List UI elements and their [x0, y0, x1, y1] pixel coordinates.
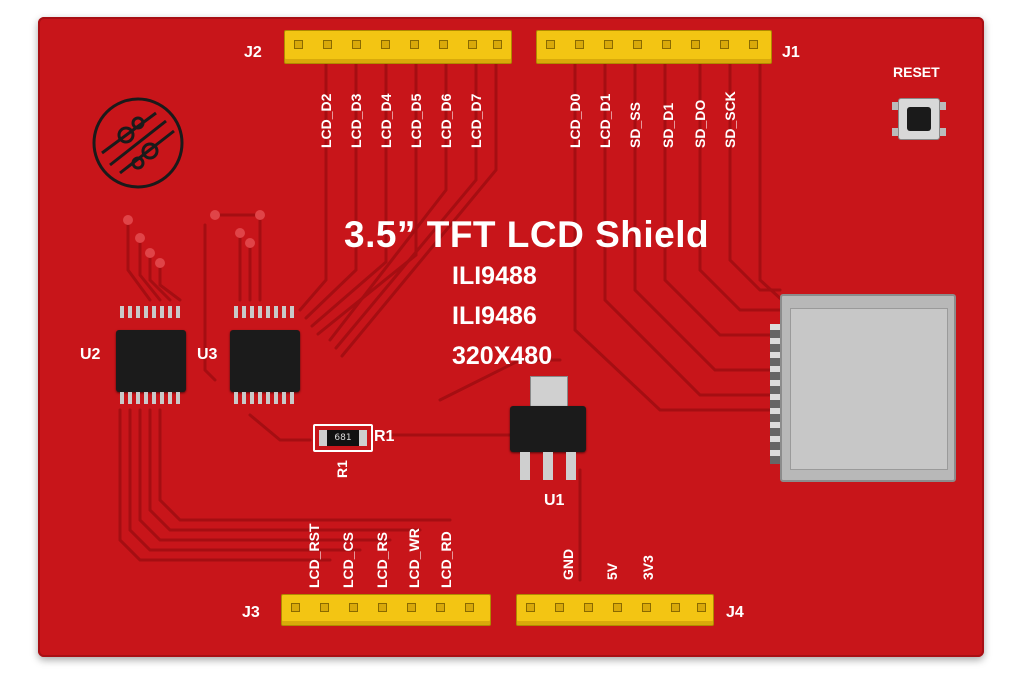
r1-label: R1 — [374, 428, 395, 445]
u3-label: U3 — [197, 346, 218, 363]
regulator-u1 — [510, 376, 586, 486]
j4-pin-label: GND — [560, 548, 576, 580]
circuit-logo-icon — [92, 97, 184, 189]
driver-2-label: ILI9486 — [452, 302, 537, 330]
j1-pin-label: SD_DO — [692, 99, 708, 148]
j1-pin-label: SD_SS — [627, 102, 643, 148]
resistor-r1: 681 — [313, 424, 373, 452]
j3-pin-label: LCD_RST — [306, 523, 322, 588]
j2-pin-label: LCD_D4 — [378, 93, 394, 148]
u2-label: U2 — [80, 346, 101, 363]
j1-pin-label: LCD_D0 — [567, 93, 583, 148]
j3-pin-label: LCD_CS — [340, 531, 356, 588]
j1-pin-label: SD_SCK — [722, 91, 738, 148]
j4-pin-label: 3V3 — [640, 555, 656, 580]
j2-pin-label: LCD_D7 — [468, 93, 484, 148]
driver-1-label: ILI9488 — [452, 262, 537, 290]
j2-pin-label: LCD_D2 — [318, 93, 334, 148]
chip-u3 — [226, 300, 304, 420]
j3-pin-label: LCD_WR — [406, 528, 422, 588]
j2-pin-label: LCD_D6 — [438, 93, 454, 148]
j2-label: J2 — [244, 44, 262, 61]
j2-pin-label: LCD_D3 — [348, 93, 364, 148]
header-j1 — [536, 30, 772, 64]
resolution-label: 320X480 — [452, 342, 553, 370]
board-title: 3.5” TFT LCD Shield — [344, 214, 710, 255]
reset-label: RESET — [893, 64, 940, 80]
j1-pin-label: SD_D1 — [660, 102, 676, 148]
u1-label: U1 — [544, 492, 565, 509]
j2-pin-label: LCD_D5 — [408, 93, 424, 148]
microsd-slot-icon[interactable] — [770, 294, 956, 482]
j4-pin-label: 5V — [604, 562, 620, 580]
j3-pin-label: LCD_RD — [438, 531, 454, 588]
j4-label: J4 — [726, 604, 744, 621]
tactile-switch-icon[interactable] — [892, 98, 946, 140]
j1-label: J1 — [782, 44, 800, 61]
header-j2 — [284, 30, 512, 64]
resistor-code: 681 — [327, 430, 359, 446]
j3-pin-label: LCD_RS — [374, 531, 390, 588]
chip-u2 — [112, 300, 190, 420]
j1-pin-label: LCD_D1 — [597, 93, 613, 148]
r1-label-rotated: R1 — [334, 460, 350, 478]
j3-label: J3 — [242, 604, 260, 621]
